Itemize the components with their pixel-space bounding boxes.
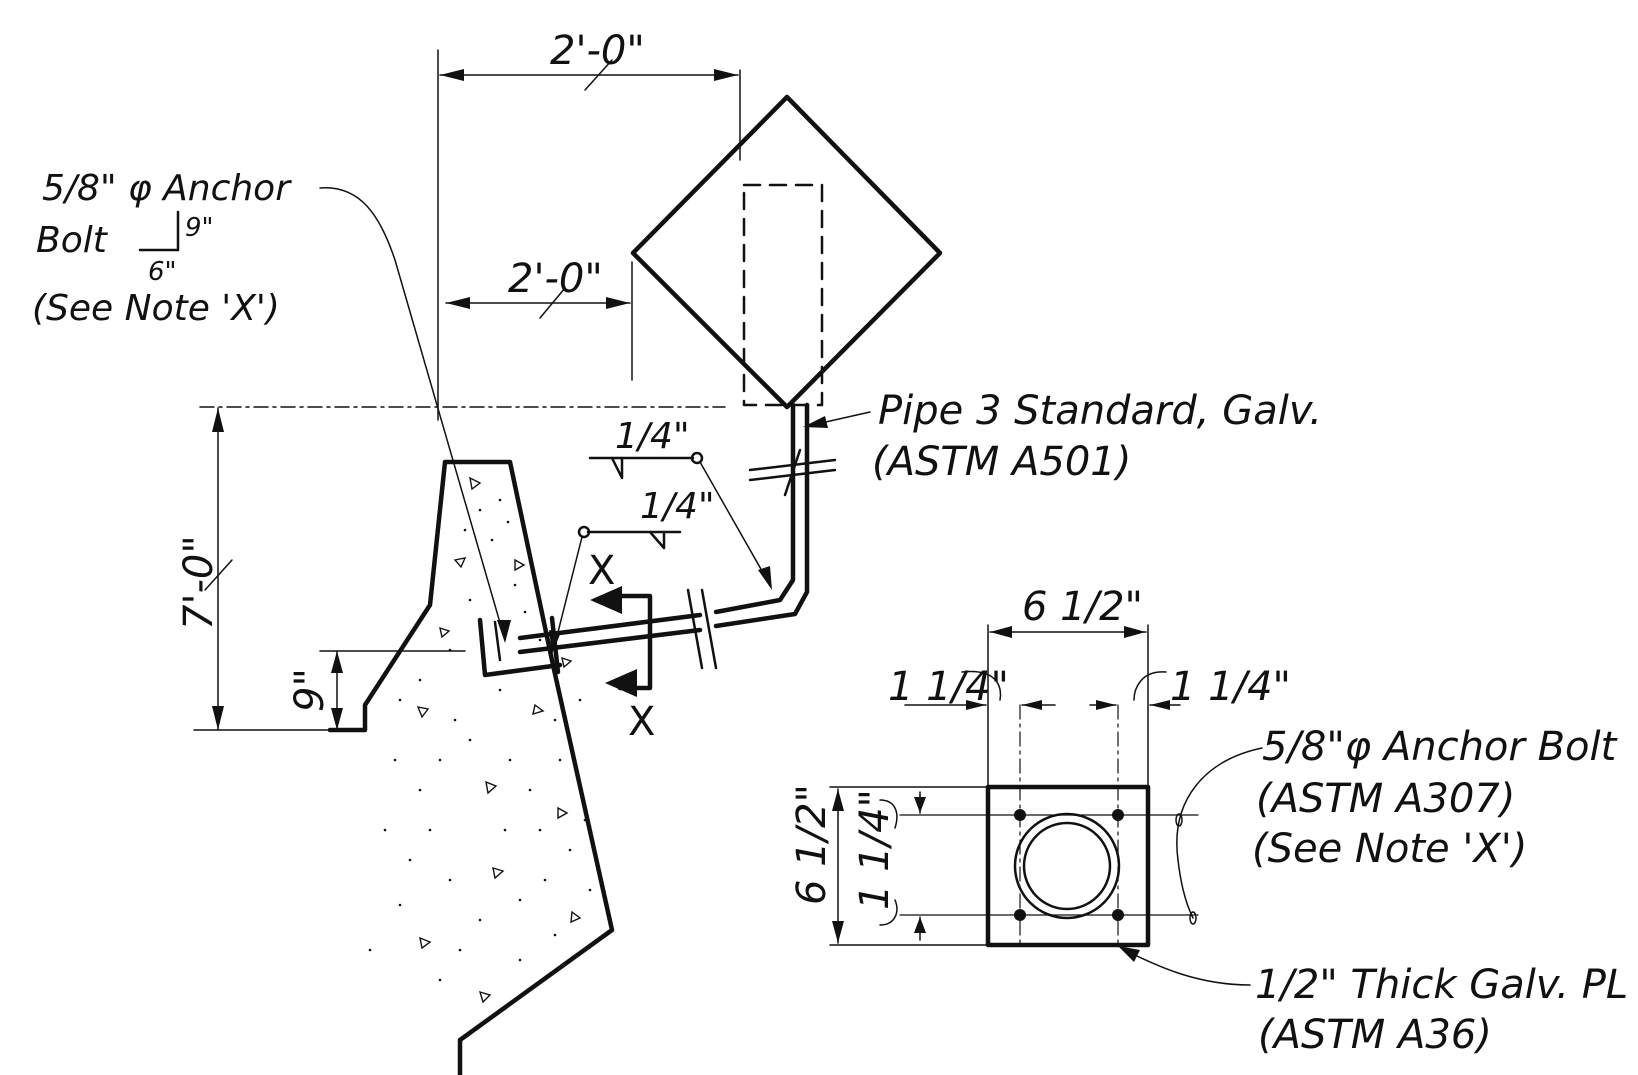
weld-symbol-lower: 1/4" xyxy=(549,486,715,654)
plate-label-line2: (ASTM A36) xyxy=(1258,1012,1492,1058)
callout-pipe: Pipe 3 Standard, Galv. (ASTM A501) xyxy=(803,388,1322,485)
anchor-bolt-left-line3: (See Note 'X') xyxy=(32,288,280,329)
dimension-height: 7'-0" xyxy=(176,407,331,731)
plate-label-line1: 1/2" Thick Galv. PL xyxy=(1255,962,1628,1008)
dim-top-width-label: 2'-0" xyxy=(550,28,645,74)
edge-left-label: 1 1/4" xyxy=(888,664,1009,710)
section-mark-bottom: X xyxy=(628,699,655,745)
edge-vertical-label: 1 1/4" xyxy=(852,789,898,910)
anchor-bolt-right-line2: (ASTM A307) xyxy=(1256,776,1515,822)
dimension-top-width: 2'-0" xyxy=(437,28,741,421)
callout-anchor-bolt-right: 5/8"φ Anchor Bolt (ASTM A307) (See Note … xyxy=(1175,724,1618,925)
anchor-bolt-right-line3: (See Note 'X') xyxy=(1252,826,1527,872)
pipe-label-line1: Pipe 3 Standard, Galv. xyxy=(878,388,1322,434)
dim-base-height-label: 9" xyxy=(287,668,333,712)
dim-height-label: 7'-0" xyxy=(176,535,222,630)
plate-height-label: 6 1/2" xyxy=(789,784,835,905)
callout-plate: 1/2" Thick Galv. PL (ASTM A36) xyxy=(1118,946,1628,1058)
anchor-bolt-left-hook-width: 6" xyxy=(148,257,177,287)
dimension-base-height: 9" xyxy=(287,650,466,731)
aggregate-hatching xyxy=(416,476,582,1004)
concrete-barrier xyxy=(327,459,615,1075)
weld-symbol-upper: 1/4" xyxy=(588,416,772,590)
anchor-assembly xyxy=(477,402,837,678)
section-mark-top: X xyxy=(588,548,615,594)
sign-panel xyxy=(630,94,943,410)
anchor-bolt-left-hook-length: 9" xyxy=(185,213,214,243)
pipe-label-line2: (ASTM A501) xyxy=(872,439,1131,485)
callout-anchor-bolt-left: 5/8" φ Anchor Bolt 9" 6" (See Note 'X') xyxy=(32,168,511,643)
concrete-stipple xyxy=(368,498,592,1012)
weld-upper-size: 1/4" xyxy=(615,416,690,457)
anchor-bolt-left-line2: Bolt xyxy=(36,220,109,261)
base-plate-plan: 6 1/2" 1 1/4" 1 1/4" 6 1/2" 1 1/4" xyxy=(789,584,1291,948)
weld-lower-size: 1/4" xyxy=(640,486,715,527)
dimension-mid-width: 2'-0" xyxy=(445,256,633,381)
edge-right-label: 1 1/4" xyxy=(1170,664,1291,710)
anchor-bolt-right-line1: 5/8"φ Anchor Bolt xyxy=(1262,724,1618,770)
section-cut-marks: X X xyxy=(588,548,655,745)
plate-width-label: 6 1/2" xyxy=(1022,584,1143,630)
dim-mid-width-label: 2'-0" xyxy=(508,256,603,302)
anchor-bolt-left-line1: 5/8" φ Anchor xyxy=(42,168,292,209)
